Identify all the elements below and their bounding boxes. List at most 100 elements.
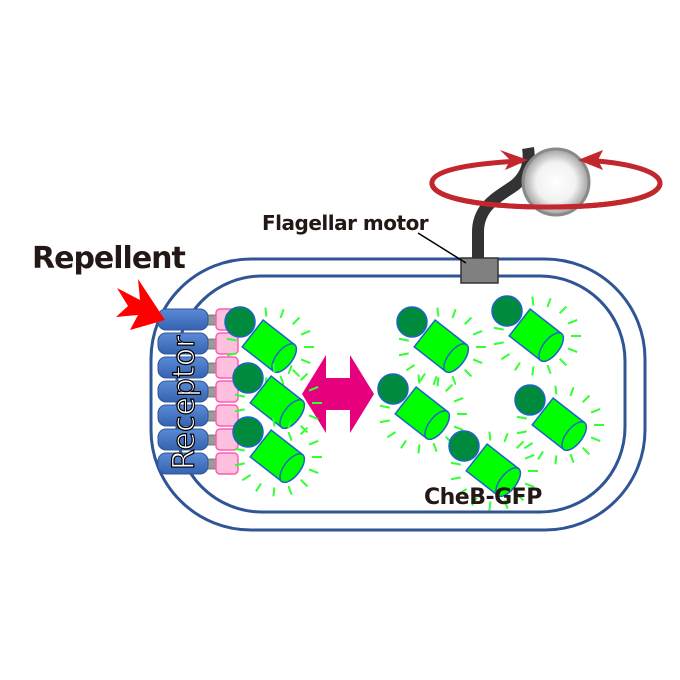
glow-ray (451, 375, 457, 386)
glow-ray (432, 375, 438, 386)
glow-ray (457, 488, 468, 496)
cheb-gfp-molecule (232, 416, 322, 497)
cheb-domain (396, 306, 428, 338)
glow-ray (300, 479, 309, 488)
glow-ray (559, 358, 568, 367)
glow-ray (524, 453, 535, 460)
cheb-domain (232, 416, 264, 448)
glow-ray (255, 482, 262, 492)
cheb-gfp-molecule (396, 306, 486, 387)
cheb-gfp-molecule (232, 362, 322, 443)
pink-domain (215, 404, 239, 427)
pink-domain (215, 452, 239, 475)
glow-ray (300, 425, 309, 434)
gfp-barrel (465, 443, 522, 498)
gfp-barrel (394, 386, 451, 441)
gfp-cap (424, 410, 451, 441)
glow-ray (287, 431, 293, 442)
glow-ray (419, 372, 426, 382)
gfp-barrel (249, 375, 306, 430)
glow-ray (308, 468, 319, 475)
glow-ray (546, 297, 552, 308)
glow-ray (590, 436, 601, 443)
flagellar-motor (460, 257, 499, 284)
glow-ray (287, 364, 293, 375)
motor-pointer-line (417, 232, 467, 264)
glow-ray (569, 386, 575, 397)
glow-ray (503, 499, 509, 510)
flagellar-motor-label: Flagellar motor (262, 211, 429, 235)
glow-ray (450, 476, 461, 481)
cheb-gfp-molecule (377, 373, 467, 454)
glow-ray (417, 444, 421, 454)
glow-ray (379, 419, 390, 424)
repellent-arrow (116, 279, 165, 330)
gfp-barrel (508, 308, 565, 363)
glow-ray (582, 394, 591, 403)
glow-ray (464, 369, 473, 378)
glow-ray (287, 418, 293, 429)
gfp-barrel (241, 319, 298, 374)
glow-ray (308, 414, 319, 421)
cheb-domain (491, 295, 523, 327)
glow-ray (582, 447, 591, 456)
exchange-arrow (302, 355, 374, 433)
glow-ray (514, 361, 521, 371)
glow-ray (464, 316, 473, 325)
cheb-domain (232, 362, 264, 394)
glow-ray (272, 487, 276, 497)
glow-ray (471, 496, 478, 506)
glow-ray (398, 352, 409, 357)
glow-ray (300, 358, 311, 365)
rotation-arrowhead-left (500, 150, 528, 170)
glow-ray (472, 358, 483, 365)
glow-ray (400, 439, 407, 449)
glow-ray (292, 369, 301, 378)
gfp-cap (279, 399, 306, 430)
cheb-domain (514, 384, 546, 416)
gfp-cap (495, 467, 522, 498)
glow-ray (554, 455, 558, 465)
glow-ray (436, 377, 440, 387)
glow-ray (493, 326, 504, 331)
glow-ray (559, 305, 568, 314)
glow-ray (405, 364, 416, 372)
glow-ray (432, 442, 438, 453)
glow-ray (516, 415, 527, 420)
glow-ray (516, 440, 525, 449)
glow-ray (488, 431, 492, 441)
glow-ray (234, 447, 245, 452)
glow-ray (453, 425, 464, 432)
gfp-cap (279, 453, 306, 484)
glow-ray (567, 318, 578, 325)
pink-domain (215, 332, 239, 355)
glow-ray (226, 352, 237, 357)
glow-ray (234, 393, 245, 398)
glow-ray (493, 341, 504, 346)
glow-ray (287, 485, 293, 496)
glow-ray (554, 385, 558, 395)
glow-ray (398, 337, 409, 342)
gfp-barrel (531, 397, 588, 452)
glow-ray (567, 347, 578, 354)
glow-ray (524, 482, 535, 489)
glow-ray (516, 430, 527, 435)
repellent-label: Repellent (32, 241, 186, 276)
glow-ray (292, 316, 301, 325)
glow-ray (445, 383, 454, 392)
glow-ray (226, 337, 237, 342)
glow-ray (450, 461, 461, 466)
gfp-cap (538, 332, 565, 363)
cheb-domain (224, 306, 256, 338)
glow-ray (386, 431, 397, 439)
glow-ray (523, 442, 534, 450)
gfp-cap (561, 421, 588, 452)
glow-ray (451, 308, 457, 319)
glow-ray (272, 417, 276, 427)
glow-ray (488, 501, 492, 511)
cheb-molecules (224, 295, 604, 511)
pink-domain (215, 380, 239, 403)
cheb-domain (377, 373, 409, 405)
glow-ray (546, 364, 552, 375)
